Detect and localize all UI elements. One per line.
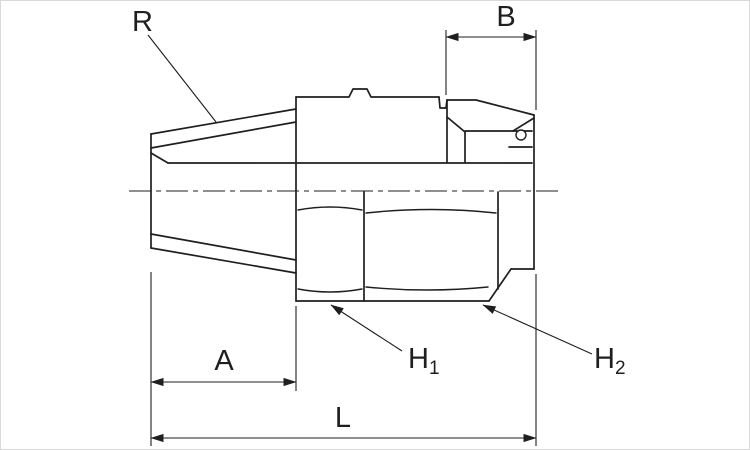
nut-top-profile (446, 99, 535, 116)
r-leader-line (147, 34, 217, 123)
h1-label: H1 (408, 343, 440, 379)
hex2-arc-top (365, 208, 497, 214)
b-label: B (496, 1, 515, 33)
fitting-outline (150, 88, 535, 302)
l-label: L (335, 402, 351, 434)
h1-label-subscript: 1 (429, 358, 440, 379)
body-nut-groove (438, 96, 448, 109)
hex2-arc-bottom (365, 286, 489, 291)
h2-label: H2 (594, 343, 626, 379)
nut-back-cone (512, 117, 535, 132)
thread-root-top (150, 121, 297, 149)
thread-root-bottom (150, 233, 297, 261)
body-top-profile (295, 88, 440, 98)
h1-leader-line (330, 304, 403, 352)
hex2-corner-chamfer (488, 268, 512, 302)
ferrule-ball-detail (515, 129, 527, 141)
dimension-B: B (445, 1, 537, 110)
dimension-R: R (132, 6, 217, 123)
dimension-H1: H1 (330, 304, 440, 379)
dimension-A: A (150, 306, 297, 391)
ferrule-cone (446, 116, 466, 133)
r-label: R (132, 6, 153, 38)
h2-label-subscript: 2 (615, 358, 626, 379)
dimension-H2: H2 (482, 304, 626, 379)
h2-leader-line (482, 304, 593, 355)
a-label: A (214, 345, 234, 377)
thread-crest-bottom (150, 247, 297, 274)
h1-label-base: H (408, 343, 429, 375)
hex1-arc-top (297, 206, 363, 211)
thread-tip-chamfer (150, 152, 169, 164)
thread-crest-top (150, 108, 297, 135)
hex1-arc-bottom (297, 288, 363, 293)
dimension-L: L (150, 272, 537, 446)
h2-label-base: H (594, 343, 615, 375)
